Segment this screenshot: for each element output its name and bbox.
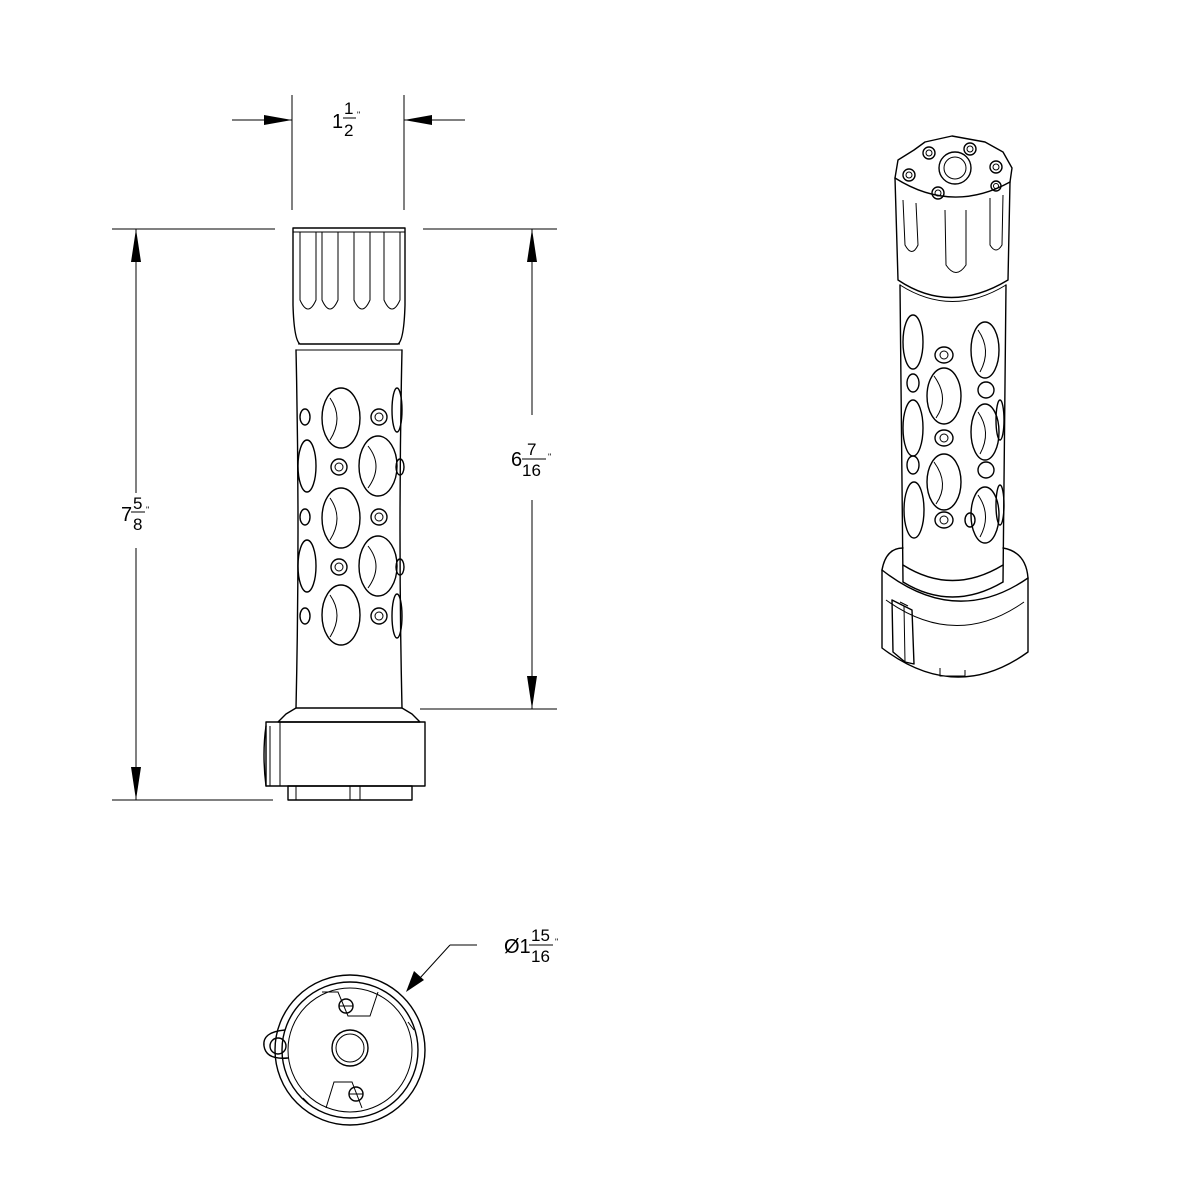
svg-text:2: 2 xyxy=(344,121,353,140)
dimension-overall-height-label: 7 5 8 " xyxy=(121,494,149,534)
front-view-shaft xyxy=(295,349,405,709)
dimension-body-height: 6 7 16 " xyxy=(420,228,557,710)
bottom-view xyxy=(263,974,426,1126)
center-hole xyxy=(331,1029,369,1067)
svg-text:16: 16 xyxy=(531,947,550,966)
svg-text:": " xyxy=(555,937,558,947)
svg-text:15: 15 xyxy=(531,926,550,945)
svg-text:1: 1 xyxy=(332,111,343,133)
svg-text:7: 7 xyxy=(527,440,536,459)
svg-text:": " xyxy=(357,110,360,120)
shaft-small-holes xyxy=(299,408,405,625)
svg-text:": " xyxy=(146,505,149,515)
front-view-crown xyxy=(292,227,406,351)
isometric-shaft xyxy=(899,284,1007,583)
svg-text:1: 1 xyxy=(344,99,353,118)
dimension-diameter: Ø1 15 16 " xyxy=(406,926,558,992)
front-view xyxy=(263,227,426,801)
svg-text:16: 16 xyxy=(522,461,541,480)
isometric-base xyxy=(881,547,1029,678)
svg-text:7: 7 xyxy=(121,504,132,526)
svg-text:Ø1: Ø1 xyxy=(504,936,531,958)
isometric-view xyxy=(881,135,1029,678)
shaft-large-holes xyxy=(297,387,403,646)
svg-text:8: 8 xyxy=(133,515,142,534)
dimension-width: 1 1 2 " xyxy=(232,95,465,210)
front-view-base xyxy=(263,707,426,801)
svg-text:": " xyxy=(548,452,551,462)
dimension-body-height-label: 6 7 16 " xyxy=(511,440,551,480)
dimension-diameter-label: Ø1 15 16 " xyxy=(504,926,558,966)
dimension-width-label: 1 1 2 " xyxy=(332,99,360,140)
dimension-overall-height: 7 5 8 " xyxy=(112,228,275,801)
svg-text:6: 6 xyxy=(511,449,522,471)
svg-text:5: 5 xyxy=(133,494,142,513)
isometric-crown xyxy=(894,135,1013,302)
